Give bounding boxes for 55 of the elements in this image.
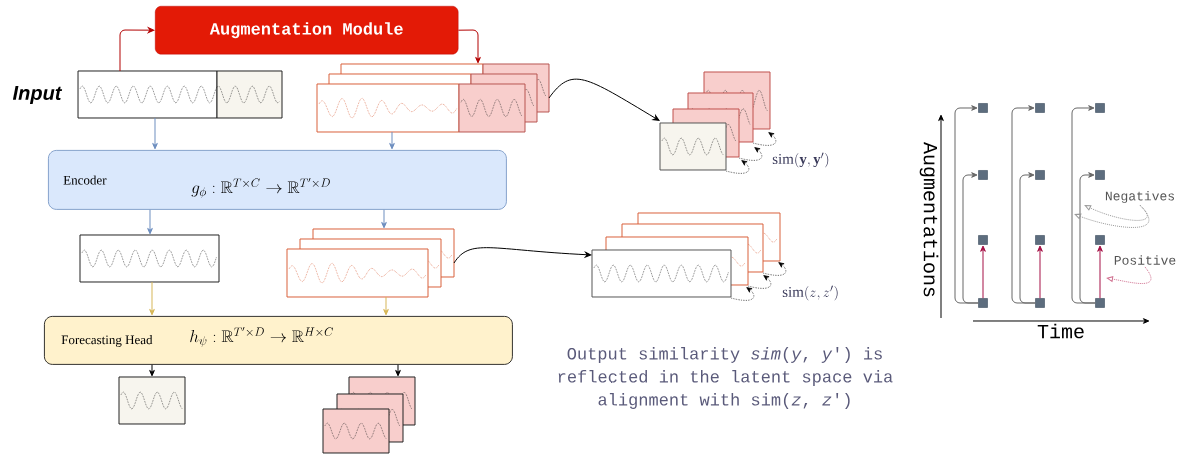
square-marker [978, 170, 988, 180]
arrow [457, 29, 481, 64]
square-marker [1095, 235, 1105, 245]
arrow [1106, 266, 1152, 284]
arrow [1079, 172, 1096, 304]
arrow [395, 364, 401, 377]
arrow [119, 27, 155, 72]
arrow [149, 281, 155, 316]
annotation-text: Positive [1114, 255, 1176, 265]
arrow [1084, 204, 1148, 221]
arrow [1071, 105, 1096, 304]
arrow [1019, 172, 1036, 304]
square-marker [1035, 103, 1045, 113]
arrow [962, 172, 979, 304]
arrow [453, 247, 592, 264]
square-marker [1095, 170, 1105, 180]
waveform-stack [659, 71, 771, 171]
arrow [389, 131, 395, 150]
square-marker [1095, 103, 1105, 113]
arrow [1037, 245, 1043, 299]
waveform-plot [118, 376, 186, 425]
axis-label: Augmentations [919, 142, 939, 297]
waveform-plot [79, 234, 220, 283]
arrow [1074, 204, 1150, 228]
arrow [152, 117, 158, 150]
axis-label: Time [1037, 323, 1084, 339]
waveform-stack [316, 63, 550, 133]
square-marker [1035, 170, 1045, 180]
arrow [149, 364, 155, 377]
waveform-plot [77, 70, 283, 119]
similarity-label: $\mathrm{sim}(z, z')$ [782, 285, 838, 301]
similarity-label: $\mathrm{sim}(\mathbf{y}, \mathbf{y}')$ [772, 152, 829, 168]
waveform-stack [322, 376, 416, 454]
arrow [147, 209, 153, 235]
annotation-text: Negatives [1105, 190, 1174, 204]
module-box: Augmentation Module [155, 6, 459, 55]
encoder-box: Encoder $g_{\phi} : \mathbb{R}^{T \times C} \rightarrow \mathbb{R}^{T' \times D}$ [48, 150, 507, 210]
arrow [381, 209, 387, 229]
waveform-stack [286, 228, 455, 298]
arrow [383, 296, 389, 316]
arrow [1097, 245, 1103, 299]
square-marker [1095, 298, 1105, 308]
input-label: Input [12, 86, 63, 104]
square-marker [978, 298, 988, 308]
waveform-stack [591, 212, 781, 298]
square-marker [978, 235, 988, 245]
square-marker [1035, 298, 1045, 308]
arrow [980, 245, 986, 299]
arrow [1011, 105, 1036, 304]
caption-text: Output similarity sim(y, y') is reflected in the latent space via alignment with sim(z, z') [558, 347, 893, 409]
arrow [548, 78, 660, 121]
arrow [954, 105, 979, 304]
head-box: Forecasting Head $h_{\psi} : \mathbb{R}^{T' \times D} \rightarrow \mathbb{R}^{H \times C}$ [44, 316, 513, 365]
square-marker [978, 103, 988, 113]
square-marker [1035, 235, 1045, 245]
